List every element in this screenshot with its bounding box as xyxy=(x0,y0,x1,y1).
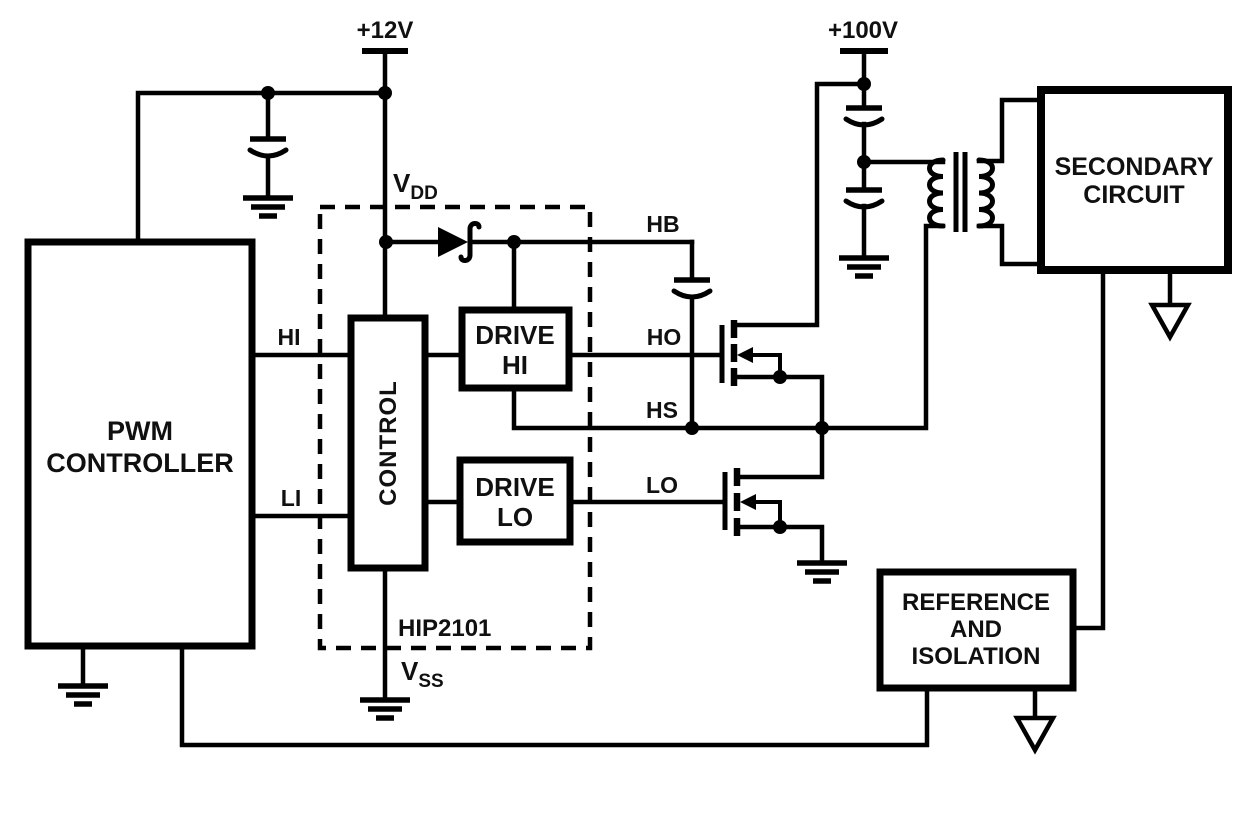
ground-decap xyxy=(243,195,293,219)
capacitor-curved-plate xyxy=(671,288,713,300)
junction-dot xyxy=(685,421,699,435)
label-vss: VSS xyxy=(401,656,444,692)
low-side-mosfet xyxy=(722,468,782,536)
wire-bottom-rail xyxy=(179,643,930,748)
hip2101-dashed-boundary xyxy=(317,204,593,651)
mosfet-body-arrow xyxy=(737,347,753,363)
label-12v: +12V xyxy=(357,17,414,44)
label-hip2101: HIP2101 xyxy=(398,615,491,642)
reference-isolation-block: REFERENCE AND ISOLATION xyxy=(876,568,1077,692)
decoupling-capacitor xyxy=(247,136,289,159)
pwm-controller-label-line2: CONTROLLER xyxy=(46,448,233,478)
junction-dot xyxy=(773,520,787,534)
drive-hi-label-line1: DRIVE xyxy=(475,320,554,350)
capacitor-curved-plate xyxy=(843,198,885,210)
pwm-controller-block: PWM CONTROLLER xyxy=(24,238,256,650)
bus-capacitor-lower xyxy=(843,187,885,210)
control-label: CONTROL xyxy=(375,380,402,506)
supply-12v: +12V xyxy=(357,17,414,54)
junction-dot xyxy=(378,86,392,100)
bootstrap-diode xyxy=(438,221,482,263)
supply-100v: +100V xyxy=(828,17,898,54)
vdd-base: V xyxy=(393,168,411,198)
wire-secondary-to-reference xyxy=(1070,267,1106,631)
vss-base: V xyxy=(401,656,419,686)
secondary-circuit-box xyxy=(1037,86,1232,274)
junction-dot xyxy=(815,421,829,435)
label-vdd: VDD xyxy=(393,168,438,204)
label-lo: LO xyxy=(646,472,678,498)
drive-lo-label-line1: DRIVE xyxy=(475,472,554,502)
wire-highside-drain xyxy=(731,81,867,328)
drive-lo-box xyxy=(456,456,574,546)
wire-lowside-drain xyxy=(734,425,825,480)
junction-dot xyxy=(773,370,787,384)
mosfet-body-arrow xyxy=(740,494,756,510)
pwm-controller-box xyxy=(24,238,256,650)
bootstrap-capacitor xyxy=(671,277,713,300)
wire-highside-source xyxy=(731,374,825,431)
isolated-ground-secondary xyxy=(1148,302,1192,342)
label-100v: +100V xyxy=(828,17,898,44)
ground-vss xyxy=(360,697,410,721)
label-li: LI xyxy=(281,485,301,511)
label-hb: HB xyxy=(646,211,679,237)
label-ho: HO xyxy=(647,324,682,350)
wire-secondary-top xyxy=(976,97,1044,164)
control-box xyxy=(347,314,429,572)
ground-pwm xyxy=(58,683,108,707)
reference-isolation-label-line3: ISOLATION xyxy=(912,643,1041,670)
capacitor-curved-plate xyxy=(843,116,885,128)
wire-hs xyxy=(511,223,946,431)
label-hi: HI xyxy=(278,324,301,350)
ground-lowside xyxy=(797,560,847,584)
junction-dot xyxy=(379,235,393,249)
reference-isolation-label-line2: AND xyxy=(950,616,1002,643)
capacitor-curved-plate xyxy=(247,147,289,159)
junction-dots xyxy=(261,77,871,534)
drive-hi-box xyxy=(458,306,573,392)
isolated-ground-reference xyxy=(1013,715,1057,755)
diode-triangle xyxy=(438,227,468,257)
wire-top-rail xyxy=(135,90,388,245)
high-side-mosfet xyxy=(719,320,782,386)
drive-hi-block: DRIVE HI xyxy=(458,306,573,392)
diode-cathode-hook-top xyxy=(467,221,482,232)
drive-lo-block: DRIVE LO xyxy=(456,456,574,546)
drive-hi-label-line2: HI xyxy=(502,350,528,380)
secondary-circuit-block: SECONDARY CIRCUIT xyxy=(1037,86,1232,274)
reference-isolation-box xyxy=(876,568,1077,692)
transformer-secondary-winding xyxy=(976,157,995,229)
junction-dot xyxy=(507,235,521,249)
control-block: CONTROL xyxy=(347,314,429,572)
junction-dot xyxy=(261,86,275,100)
diode-cathode-hook-bottom xyxy=(458,252,473,263)
pwm-controller-label-line1: PWM xyxy=(107,416,173,446)
drive-lo-label-line2: LO xyxy=(497,502,533,532)
wire-secondary-bottom xyxy=(976,223,1044,267)
label-hs: HS xyxy=(646,397,678,423)
pin-labels: VDD VSS HI LI HB HO HS LO xyxy=(278,168,682,692)
junction-dot xyxy=(857,77,871,91)
wire-lowside-source xyxy=(734,524,825,566)
reference-isolation-label-line1: REFERENCE xyxy=(902,589,1050,616)
vdd-sub: DD xyxy=(410,183,437,204)
vss-sub: SS xyxy=(418,671,443,692)
secondary-circuit-label-line1: SECONDARY xyxy=(1055,153,1214,181)
transformer-primary-winding xyxy=(927,157,946,229)
bus-capacitor-upper xyxy=(843,105,885,128)
ground-buscaps xyxy=(839,255,889,279)
secondary-circuit-label-line2: CIRCUIT xyxy=(1083,181,1184,209)
transformer xyxy=(927,152,995,232)
junction-dot xyxy=(857,155,871,169)
